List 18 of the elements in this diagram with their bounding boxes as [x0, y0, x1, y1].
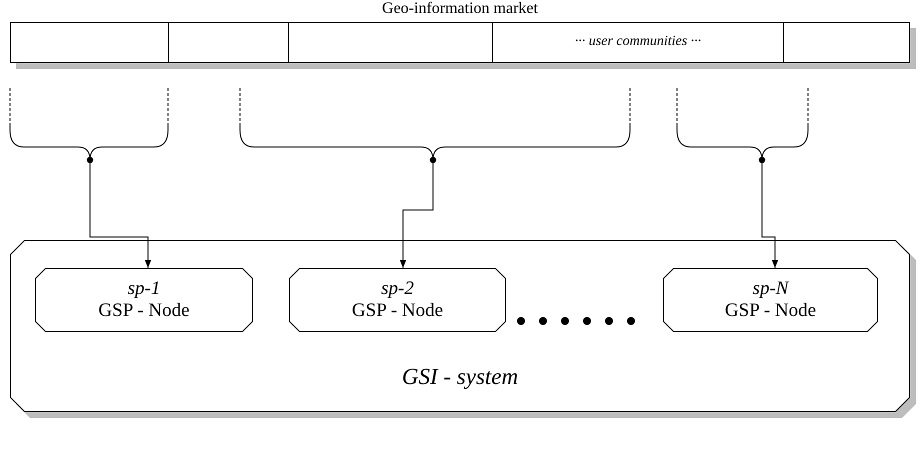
node-id: sp-2	[380, 278, 415, 300]
community-cell	[288, 22, 493, 63]
community-cell	[168, 22, 289, 63]
community-cell	[492, 22, 784, 63]
node-label: GSP - Node	[350, 300, 444, 322]
system-label: GSI - system	[400, 364, 520, 390]
node-id: sp-N	[752, 278, 790, 300]
node-label: GSP - Node	[97, 300, 191, 322]
node-id: sp-1	[126, 278, 162, 300]
node-label: GSP - Node	[724, 300, 818, 322]
node-box	[663, 268, 878, 332]
node-box	[35, 268, 253, 332]
market-title: Geo-information market	[381, 0, 539, 18]
node-box	[289, 268, 506, 332]
system-frame	[10, 240, 910, 412]
community-cell	[783, 22, 910, 63]
community-cell	[10, 22, 169, 63]
cell-label: ··· user communities ···	[574, 34, 702, 50]
